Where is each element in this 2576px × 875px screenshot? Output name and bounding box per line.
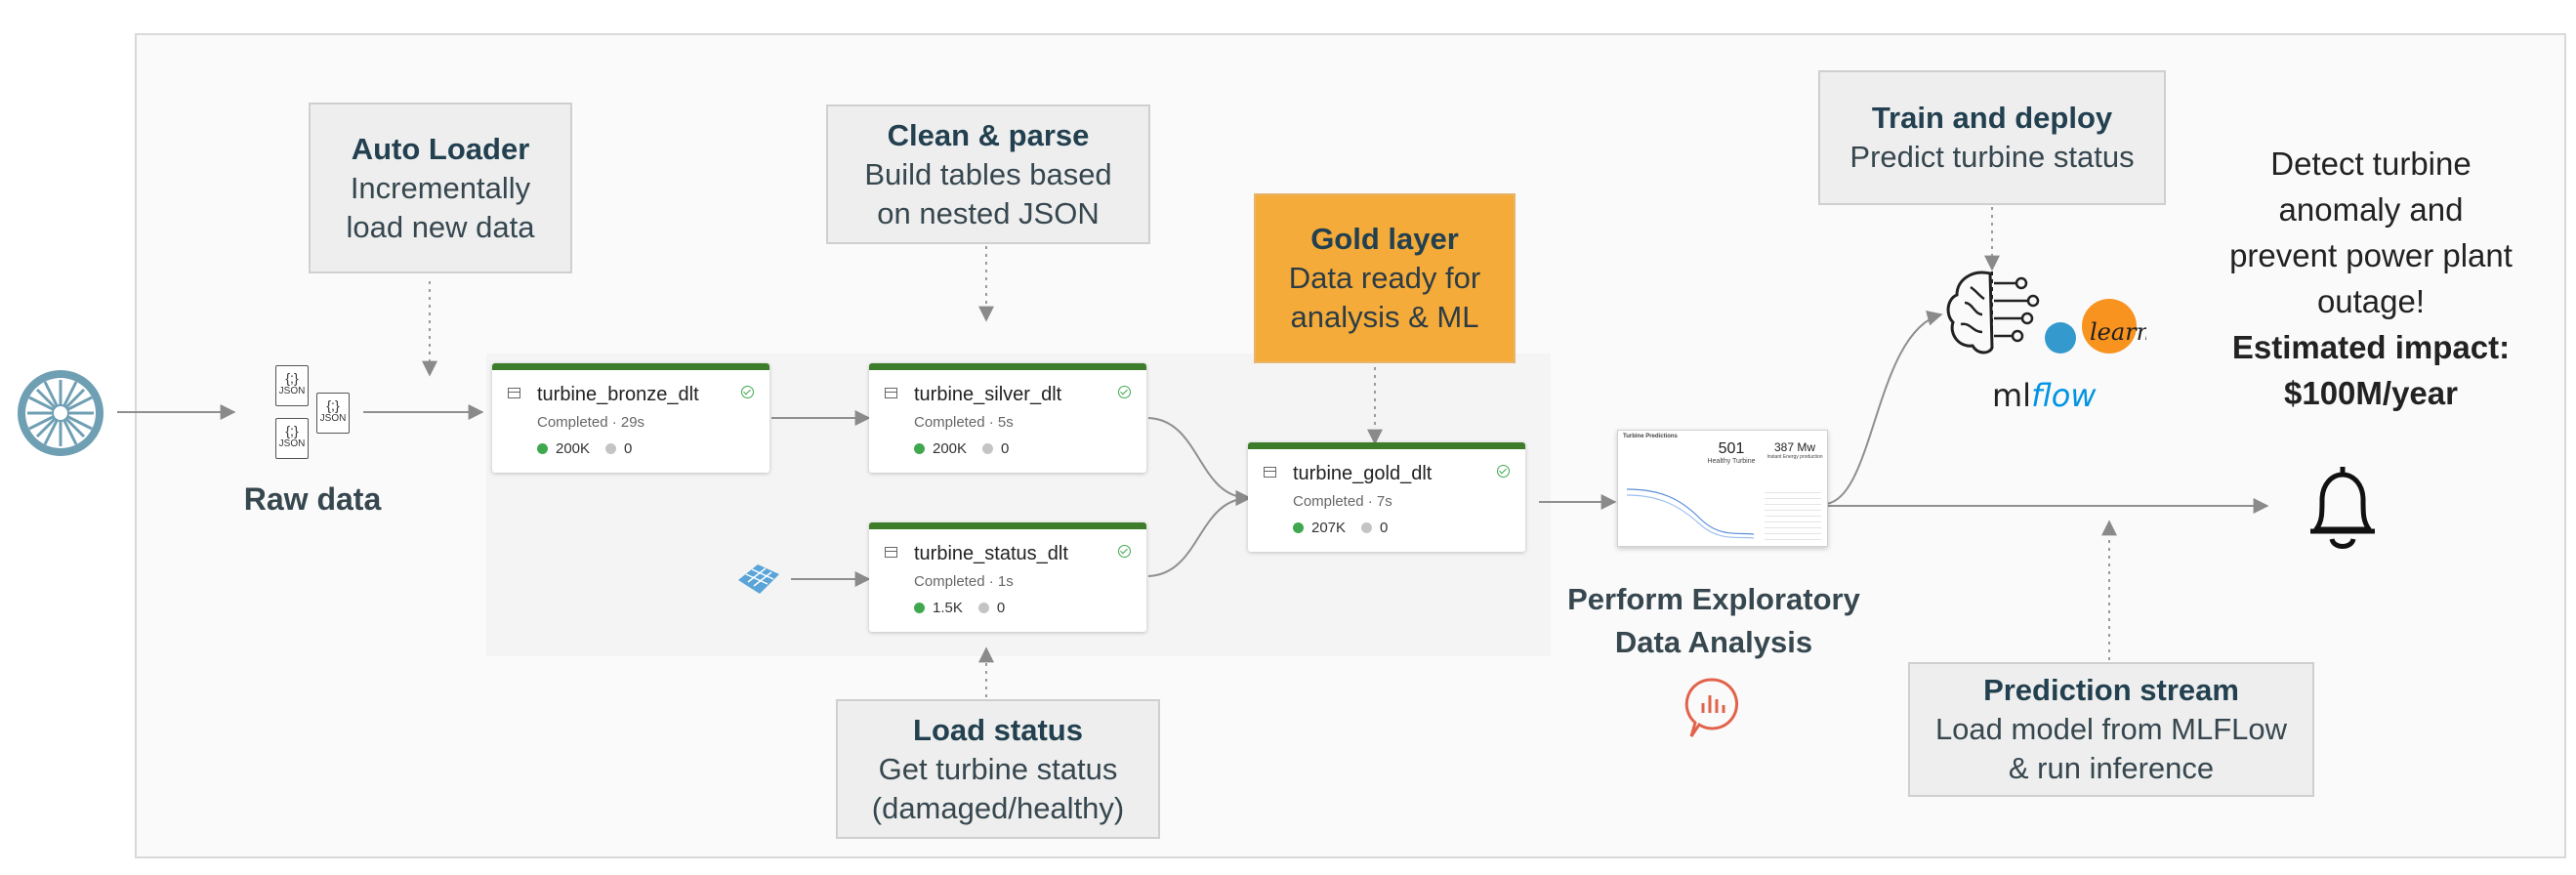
goal-text: Detect turbine anomaly and prevent power… [2205,141,2537,416]
dropped-dot-icon [977,603,989,613]
check-circle-icon [1118,386,1131,398]
kpi-healthy: 501 Healthy Turbine [1707,440,1756,465]
table-card-status[interactable]: turbine_status_dlt Completed · 1s 1.5K 0 [869,522,1146,632]
dropped-count: 0 [624,440,633,457]
ai-brain-icon [1946,271,2040,354]
check-circle-icon [1497,465,1510,478]
table-card-bronze[interactable]: turbine_bronze_dlt Completed · 29s 200K 0 [492,363,769,473]
table-icon [508,388,520,398]
clean-parse-callout: Clean & parse Build tables based on nest… [826,104,1150,244]
dashboard-title: Turbine Predictions [1623,434,1678,439]
scikit-learn-logo: learn [2045,299,2146,354]
success-dot-icon [537,443,548,454]
table-icon [1264,467,1276,478]
row-count: 207K [1311,520,1347,536]
success-dot-icon [914,443,925,454]
dropped-count: 0 [996,600,1006,616]
table-name: turbine_bronze_dlt [537,384,699,405]
auto-loader-callout: Auto Loader Incrementally load new data [309,103,572,273]
analytics-icon [1684,678,1739,737]
table-status: Completed · 1s [914,573,1014,590]
dropped-dot-icon [605,443,617,454]
gold-layer-callout: Gold layer Data ready for analysis & ML [1254,193,1516,363]
sklearn-text: learn [2090,318,2146,346]
callout-title: Clean & parse [887,117,1090,152]
json-file-icon: {;}JSON [275,418,309,459]
table-status: Completed · 29s [537,414,645,431]
arrow-status-gold [1147,490,1252,577]
callout-text: load new data [346,209,535,244]
kpi-energy: 387 Mw Instant Energy production [1766,440,1823,460]
json-file-icon: {;}JSON [275,365,309,406]
callout-text: analysis & ML [1290,300,1479,334]
callout-title: Train and deploy [1871,101,2113,135]
callout-text: & run inference [2008,751,2215,785]
callout-text: (damaged/healthy) [871,790,1125,825]
table-name: turbine_gold_dlt [1293,463,1433,484]
dashboard-line-chart [1626,488,1755,539]
row-count: 200K [933,440,968,457]
callout-text: Predict turbine status [1849,140,2135,174]
callout-title: Prediction stream [1983,673,2239,707]
table-card-silver[interactable]: turbine_silver_dlt Completed · 5s 200K 0 [869,363,1146,473]
eda-dashboard-thumbnail[interactable]: Turbine Predictions 501 Healthy Turbine … [1617,430,1828,547]
dropped-count: 0 [1380,520,1389,536]
status-source-icon [738,564,779,594]
train-deploy-callout: Train and deploy Predict turbine status [1818,70,2166,205]
table-card-gold[interactable]: turbine_gold_dlt Completed · 7s 207K 0 [1248,442,1525,552]
row-count: 200K [556,440,591,457]
table-name: turbine_silver_dlt [914,384,1062,405]
callout-text: Incrementally [350,170,531,205]
prediction-stream-callout: Prediction stream Load model from MLFLow… [1908,662,2314,797]
impact-title: Estimated impact: [2231,329,2511,365]
success-dot-icon [1293,522,1304,533]
dashboard-table [1765,487,1821,540]
alert-bell-icon [2310,467,2375,549]
raw-data-label: Raw data [243,481,382,517]
callout-title: Load status [913,712,1083,747]
wind-turbine-icon [18,370,104,456]
json-file-icon: {;}JSON [316,393,350,434]
row-count: 1.5K [933,600,963,616]
table-name: turbine_status_dlt [914,543,1068,564]
success-dot-icon [914,603,925,613]
callout-title: Auto Loader [351,131,530,166]
callout-text: Get turbine status [878,751,1118,786]
mlflow-logo: mlflow [1992,377,2097,414]
dropped-dot-icon [982,443,994,454]
arrow-eda-ml [1825,310,1943,505]
callout-text: Data ready for [1288,261,1481,295]
callout-title: Gold layer [1310,222,1459,256]
callout-text: on nested JSON [877,195,1100,230]
callout-text: Load model from MLFLow [1934,712,2288,746]
load-status-callout: Load status Get turbine status (damaged/… [836,699,1160,839]
dropped-dot-icon [1361,522,1373,533]
table-icon [885,388,897,398]
check-circle-icon [1118,545,1131,558]
arrow-silver-gold [1147,417,1252,506]
callout-text: Build tables based [864,156,1112,191]
check-circle-icon [741,386,754,398]
table-status: Completed · 5s [914,414,1014,431]
table-status: Completed · 7s [1293,493,1392,510]
impact-value: $100M/year [2284,375,2458,411]
dropped-count: 0 [1001,440,1010,457]
table-icon [885,547,897,558]
